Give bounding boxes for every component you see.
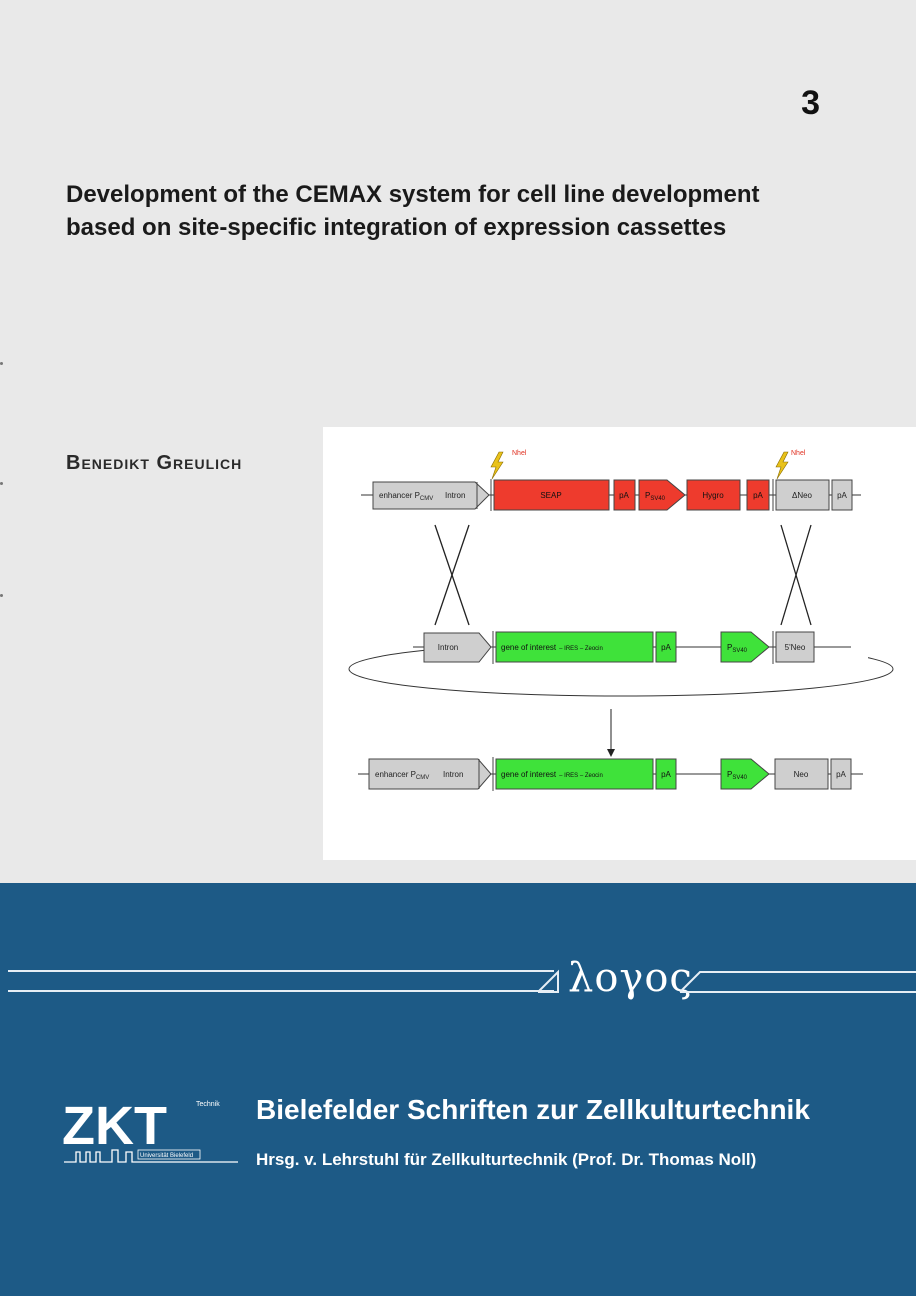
cover-figure: enhancer PCMV Intron SEAP pA PSV40 Hygro… (323, 427, 916, 860)
five-prime-neo-box (775, 631, 815, 663)
svg-text:PSV40: PSV40 (727, 643, 748, 654)
cover-top-area: 3 Development of the CEMAX system for ce… (0, 84, 916, 860)
gene-label: gene of interest (501, 770, 557, 779)
lightning-icon (490, 451, 504, 480)
pa-box (830, 758, 852, 790)
nhel-label-right: Nhel (791, 450, 806, 457)
publisher-band (0, 883, 916, 1296)
intron-arrow (423, 632, 492, 663)
author-name: Benedikt Greulich (66, 452, 243, 474)
decorative-rule (8, 990, 554, 992)
nhel-label-left: Nhel (512, 450, 527, 457)
hygro-box (686, 479, 741, 511)
pa-box (613, 479, 636, 511)
hygro-label: Hygro (702, 491, 724, 500)
edge-mark (0, 482, 3, 485)
edge-mark (0, 594, 3, 597)
svg-text:enhancer PCMV: enhancer PCMV (379, 491, 433, 502)
gene-of-interest-box (495, 758, 654, 790)
delta-neo-label: ΔNeo (792, 491, 813, 500)
pa-box (746, 479, 770, 511)
volume-number: 3 (801, 84, 820, 122)
svg-text:Technik: Technik (196, 1101, 220, 1108)
neo-box (774, 758, 829, 790)
intron-label: Intron (443, 770, 463, 779)
seap-box (493, 479, 610, 511)
neo-label: Neo (794, 770, 809, 779)
book-title: Development of the CEMAX system for cell… (66, 178, 846, 244)
svg-text:pA: pA (753, 491, 763, 500)
series-title: Bielefelder Schriften zur Zellkulturtech… (256, 1094, 810, 1125)
rule-end-icon (679, 971, 916, 993)
svg-text:pA: pA (619, 491, 629, 500)
promoter-label: enhancer P (375, 770, 416, 779)
svg-text:enhancer PCMV: enhancer PCMV (375, 770, 429, 781)
edge-mark (0, 362, 3, 365)
zkt-letters: ZKT (62, 1096, 167, 1156)
publisher-logo: λογος (568, 955, 693, 1001)
psv40-arrow (720, 631, 770, 663)
svg-text:gene of interest– IRES – Zeoci: gene of interest– IRES – Zeocin (501, 770, 603, 779)
title-line-2: based on site-specific integration of ex… (66, 214, 727, 241)
svg-text:pA: pA (836, 770, 846, 779)
svg-text:pA: pA (661, 643, 671, 652)
svg-text:Universität Bielefeld: Universität Bielefeld (140, 1153, 193, 1159)
promoter-intron-arrow (372, 481, 490, 510)
svg-text:PSV40: PSV40 (727, 770, 748, 781)
delta-neo-box (775, 479, 830, 511)
intron-label: Intron (445, 491, 465, 500)
gene-label: gene of interest (501, 643, 557, 652)
pa-box (831, 479, 853, 511)
promoter-intron-arrow (368, 758, 492, 790)
five-prime-neo-label: 5'Neo (785, 643, 806, 652)
svg-text:pA: pA (661, 770, 671, 779)
pa-box (655, 758, 677, 790)
title-line-1: Development of the CEMAX system for cell… (66, 181, 760, 208)
psv-label: P (645, 491, 650, 500)
gene-of-interest-box (495, 631, 654, 663)
zkt-logo-icon: ZKT Technik Universität Bielefeld (62, 1096, 238, 1163)
series-editor: Hrsg. v. Lehrstuhl für Zellkulturtechnik… (256, 1150, 757, 1169)
intron-label: Intron (438, 643, 458, 652)
seap-label: SEAP (540, 491, 561, 500)
pa-box (655, 631, 677, 663)
decorative-rule (8, 970, 554, 972)
cassette-diagram: enhancer PCMV Intron SEAP pA PSV40 Hygro… (348, 450, 894, 791)
rule-end-icon (537, 969, 559, 993)
svg-text:PSV40: PSV40 (645, 491, 666, 502)
zkt-logo: ZKT Technik Universität Bielefeld (52, 1088, 242, 1170)
svg-text:pA: pA (837, 491, 847, 500)
psv40-arrow (638, 479, 686, 511)
svg-text:gene of interest– IRES – Zeoci: gene of interest– IRES – Zeocin (501, 643, 603, 652)
psv40-arrow (720, 758, 770, 790)
promoter-label: enhancer P (379, 491, 420, 500)
lightning-icon (775, 451, 789, 480)
